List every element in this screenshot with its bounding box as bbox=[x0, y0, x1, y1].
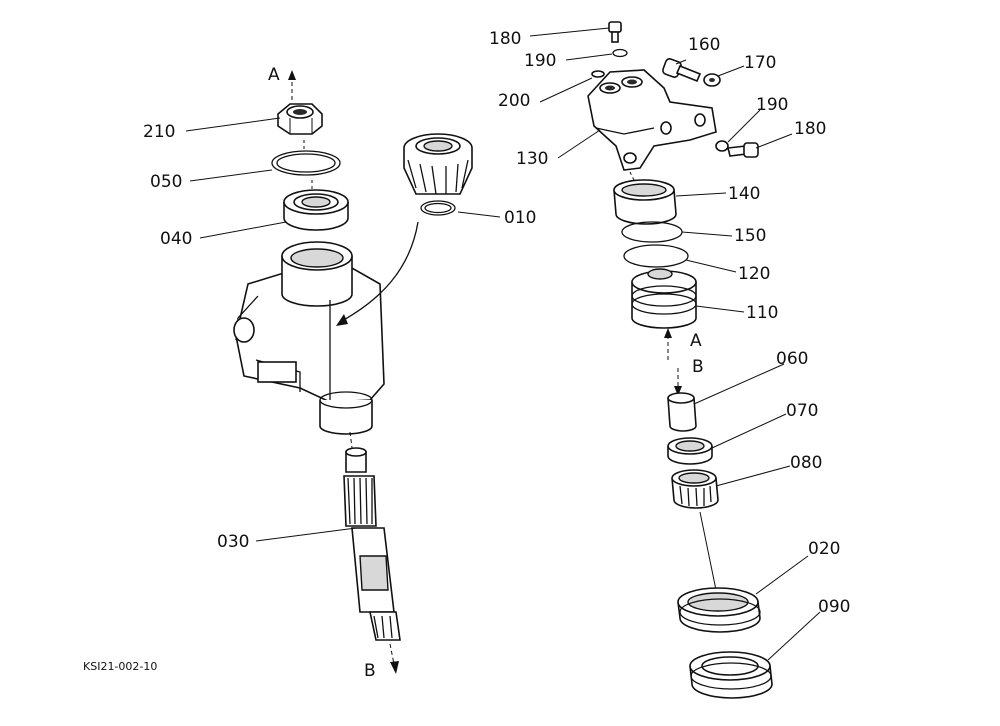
callout-180-side: 180 bbox=[794, 119, 826, 139]
part-180-screw-side bbox=[727, 142, 759, 158]
part-190-washer-side bbox=[715, 140, 729, 152]
arrow-label-b-left: B bbox=[364, 661, 376, 681]
part-050-circlip bbox=[271, 150, 341, 176]
part-190-washer-top bbox=[612, 48, 628, 58]
callout-190-side: 190 bbox=[756, 95, 788, 115]
leader-lines-left bbox=[185, 117, 501, 542]
part-040-bearing bbox=[283, 189, 349, 231]
part-150-o-ring bbox=[621, 221, 683, 243]
curved-arrow bbox=[336, 221, 419, 326]
callout-120: 120 bbox=[738, 264, 770, 284]
part-120-o-ring bbox=[623, 244, 689, 268]
part-180-screw-top bbox=[608, 21, 622, 43]
callout-190-top: 190 bbox=[524, 51, 556, 71]
callout-020: 020 bbox=[808, 539, 840, 559]
callout-130: 130 bbox=[516, 149, 548, 169]
arrow-b-down bbox=[389, 643, 399, 674]
callout-210: 210 bbox=[143, 122, 175, 142]
part-020-bearing-race bbox=[677, 587, 761, 633]
callout-040: 040 bbox=[160, 229, 192, 249]
arrow-b-down-right bbox=[674, 368, 682, 396]
arrow-label-a-left: A bbox=[268, 65, 280, 85]
callout-070: 070 bbox=[786, 401, 818, 421]
callout-170: 170 bbox=[744, 53, 776, 73]
callout-030: 030 bbox=[217, 532, 249, 552]
reference-code: KSI21-002-10 bbox=[83, 660, 157, 673]
callout-110: 110 bbox=[746, 303, 778, 323]
part-090-thrust-washer bbox=[689, 651, 773, 699]
callout-010: 010 bbox=[504, 208, 536, 228]
part-070-seal bbox=[667, 437, 713, 465]
part-200-washer bbox=[591, 70, 605, 78]
part-130-bracket bbox=[587, 69, 717, 171]
callout-140: 140 bbox=[728, 184, 760, 204]
part-030-shaft bbox=[343, 431, 401, 641]
arrow-label-a-right: A bbox=[690, 331, 702, 351]
arrow-a-up-right bbox=[664, 328, 672, 360]
part-010-snap-ring bbox=[420, 200, 456, 216]
callout-160: 160 bbox=[688, 35, 720, 55]
callout-080: 080 bbox=[790, 453, 822, 473]
arrow-label-b-right: B bbox=[692, 357, 704, 377]
part-170-washer bbox=[703, 73, 721, 87]
arrow-a-up bbox=[288, 70, 296, 100]
part-080-needle-bearing bbox=[671, 469, 719, 509]
callout-150: 150 bbox=[734, 226, 766, 246]
part-110-piston bbox=[631, 268, 697, 329]
part-140-sleeve bbox=[613, 179, 677, 225]
part-bevel-gear bbox=[403, 133, 473, 195]
part-housing bbox=[233, 241, 385, 435]
callout-200: 200 bbox=[498, 91, 530, 111]
leader-lines-right bbox=[529, 27, 821, 661]
callout-090: 090 bbox=[818, 597, 850, 617]
part-210-nut bbox=[277, 103, 323, 135]
callout-060: 060 bbox=[776, 349, 808, 369]
callout-180-top: 180 bbox=[489, 29, 521, 49]
part-060-bushing bbox=[667, 392, 697, 432]
callout-050: 050 bbox=[150, 172, 182, 192]
part-160-bolt bbox=[662, 58, 702, 83]
